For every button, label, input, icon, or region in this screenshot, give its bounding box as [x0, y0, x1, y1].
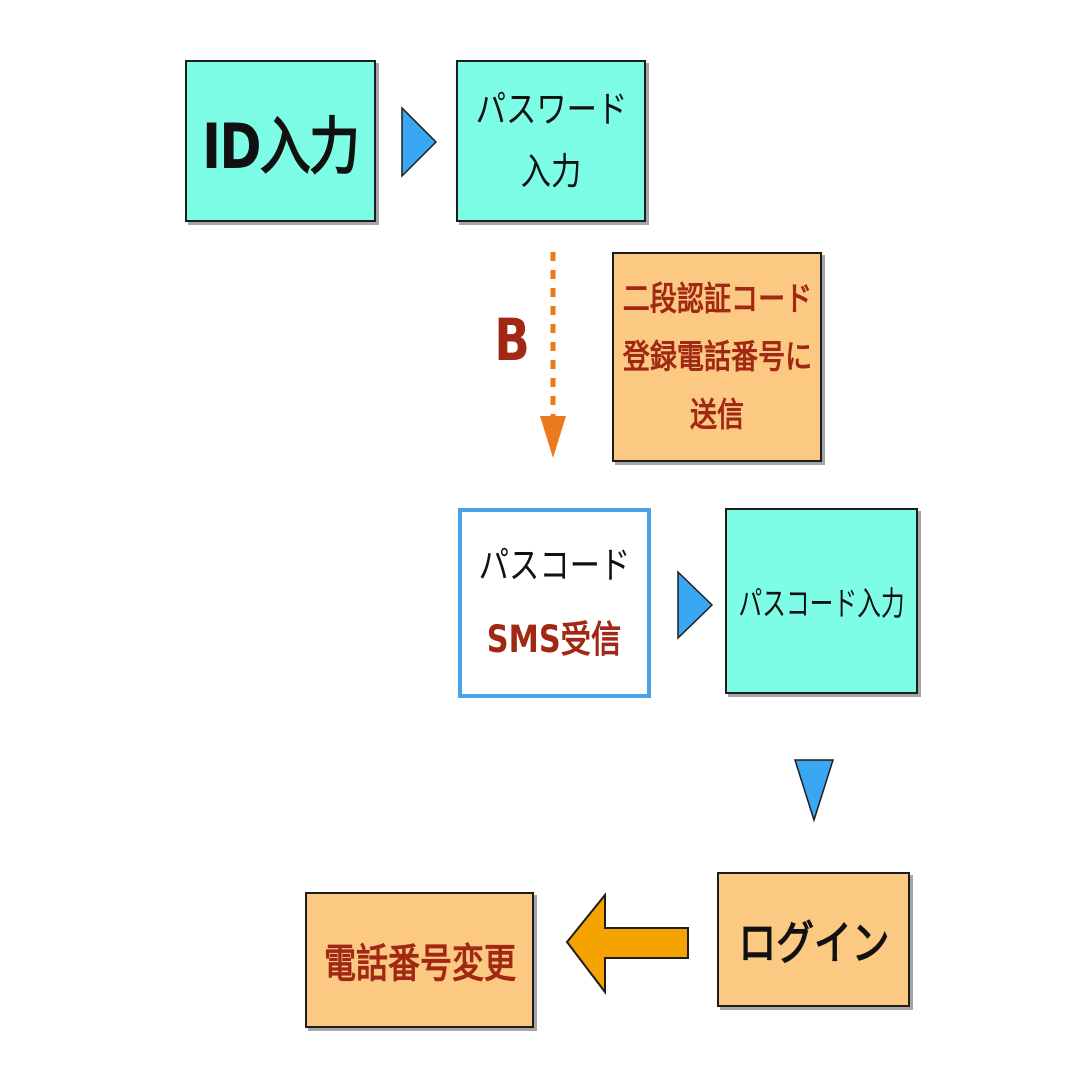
node-phone-number-change-label: 電話番号変更: [323, 941, 516, 987]
node-passcode-input-label: パスコード入力: [738, 584, 905, 623]
node-password-input-line1: パスワード: [475, 88, 627, 131]
node-two-factor-line2: 登録電話番号に: [622, 337, 812, 376]
triangle-right-icon: [677, 570, 714, 640]
block-left-arrow-icon: [565, 892, 689, 995]
node-phone-number-change: 電話番号変更: [305, 892, 534, 1028]
triangle-right-icon: [401, 106, 438, 178]
node-login-label: ログイン: [738, 915, 889, 970]
node-passcode-sms: パスコード SMS受信: [458, 508, 651, 698]
triangle-down-icon: [793, 759, 835, 823]
node-two-factor-line3: 送信: [689, 395, 745, 434]
node-password-input-line2: 入力: [520, 150, 582, 193]
node-two-factor-code: 二段認証コード 登録電話番号に 送信: [612, 252, 822, 462]
dashed-down-arrow-icon: [540, 252, 566, 458]
node-login: ログイン: [717, 872, 910, 1007]
node-passcode-sms-line2: SMS受信: [487, 618, 622, 661]
node-passcode-sms-line1: パスコード: [478, 544, 631, 587]
node-two-factor-line1: 二段認証コード: [622, 279, 812, 318]
node-id-input: ID入力: [185, 60, 376, 222]
node-id-input-label: ID入力: [202, 110, 360, 183]
node-password-input: パスワード 入力: [456, 60, 646, 222]
edge-label-b: B: [494, 306, 530, 374]
node-passcode-input: パスコード入力: [725, 508, 918, 694]
